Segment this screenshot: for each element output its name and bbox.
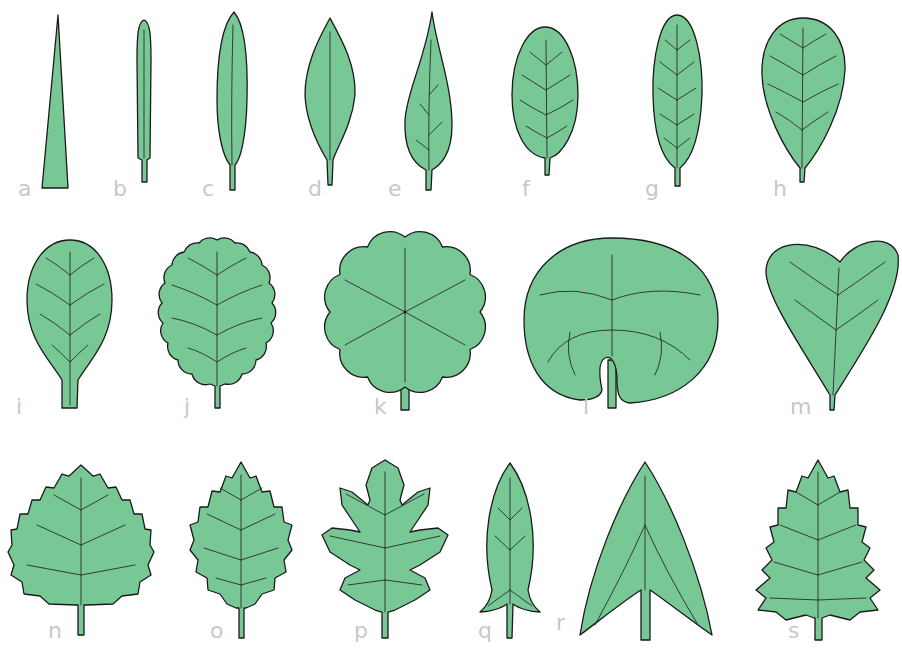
leaf-vein: [345, 248, 465, 382]
leaf-spatulate: [27, 240, 112, 408]
leaf-vein: [232, 25, 233, 165]
leaf-letter: s: [788, 620, 799, 642]
leaf-vein: [416, 40, 442, 170]
leaf-vein: [488, 478, 532, 606]
leaf-vein: [330, 472, 440, 612]
leaf-blade: [322, 460, 448, 638]
leaf-obcordate: [766, 241, 898, 410]
leaf-letter: j: [184, 396, 190, 418]
leaf-vein: [330, 32, 331, 160]
leaf-center: [404, 311, 407, 314]
leaf-blade: [756, 460, 880, 640]
leaf-acuminate: [405, 12, 452, 190]
leaf-vein: [144, 30, 145, 158]
leaf-crenate: [158, 238, 275, 408]
leaf-blade: [190, 462, 292, 638]
leaf-hastate: [480, 463, 540, 638]
leaf-letter: c: [202, 178, 214, 200]
leaf-vein: [36, 252, 104, 405]
leaf-vein: [768, 28, 838, 168]
leaf-laciniate: [756, 460, 880, 640]
leaf-obovate: [762, 18, 845, 182]
leaf-subulate: [42, 15, 68, 188]
leaf-blade: [653, 15, 702, 186]
leaf-letter: o: [210, 620, 223, 642]
leaf-blade: [137, 20, 151, 182]
leaf-vein: [770, 472, 866, 618]
leaf-vein: [172, 252, 262, 386]
leaf-letter: p: [354, 620, 368, 642]
leaf-blade: [405, 12, 452, 190]
leaf-letter: d: [308, 178, 322, 200]
leaf-vein: [520, 40, 573, 158]
leaf-vein: [540, 255, 700, 375]
leaf-blade: [8, 465, 154, 635]
leaf-vein: [204, 475, 278, 608]
leaf-lanceolate: [305, 18, 355, 185]
leaf-linear: [137, 20, 151, 182]
leaf-letter: r: [556, 612, 565, 634]
leaf-blade: [42, 15, 68, 188]
leaf-blade: [325, 232, 486, 393]
leaf-stalk: [608, 360, 616, 408]
leaf-oblong: [217, 12, 247, 190]
leaf-letter: m: [790, 396, 811, 418]
leaf-letter: f: [522, 178, 530, 200]
leaf-blade: [766, 241, 898, 410]
leaf-letter: q: [478, 620, 492, 642]
leaf-elliptic: [653, 15, 702, 186]
leaf-letter: k: [374, 396, 387, 418]
leaf-blade: [217, 12, 247, 190]
leaf-sagittate: [580, 462, 712, 640]
leaf-letter: n: [48, 620, 62, 642]
leaf-letter: a: [18, 178, 31, 200]
leaf-blade: [158, 238, 275, 408]
leaf-orbicular: [325, 232, 486, 410]
leaf-blade: [512, 27, 578, 175]
leaf-vein: [27, 478, 135, 605]
leaf-blade: [305, 18, 355, 185]
leaf-letter: e: [388, 178, 402, 200]
leaf-vein: [790, 262, 885, 395]
leaf-vein: [658, 25, 696, 168]
leaf-letter: i: [16, 396, 22, 418]
leaf-letter: l: [583, 396, 589, 418]
leaf-blade: [524, 238, 718, 403]
leaf-letter: g: [645, 178, 659, 200]
leaf-ovate: [512, 27, 578, 175]
leaf-pinnatifid: [322, 460, 448, 638]
leaf-blade: [27, 240, 112, 408]
leaf-deltoid-serrate: [8, 465, 154, 635]
leaf-ovate-serrate: [190, 462, 292, 638]
leaf-reniform: [524, 238, 718, 408]
leaf-blade: [762, 18, 845, 182]
leaf-vein: [595, 476, 698, 625]
leaf-blade: [580, 462, 712, 640]
leaf-letter: h: [773, 178, 787, 200]
leaf-letter: b: [113, 178, 127, 200]
leaf-blade: [480, 463, 540, 638]
